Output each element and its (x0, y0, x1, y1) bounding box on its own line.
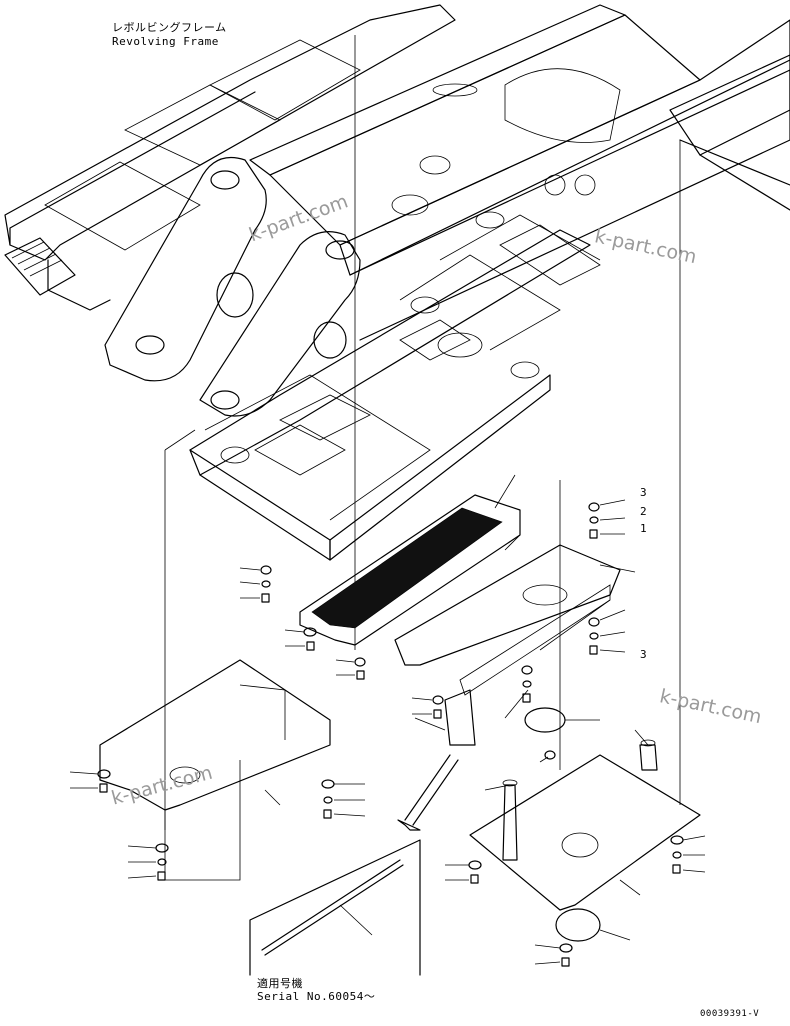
serial-detail-box (249, 839, 421, 976)
lower-left-cover (99, 659, 331, 881)
leader-lines (264, 474, 649, 941)
title-jp: レボルビングフレーム (112, 21, 227, 34)
lower-right-cover (469, 707, 701, 942)
fastener-groups (69, 499, 706, 967)
callout-3-upper: 3 (640, 486, 647, 499)
assembly-guide-lines (164, 35, 681, 830)
detail-arrow (397, 754, 459, 831)
right-cover-plate (394, 544, 621, 746)
revolving-frame (4, 4, 790, 561)
callout-1-upper: 1 (640, 522, 647, 535)
title-en: Revolving Frame (112, 35, 219, 48)
drawing-id: 00039391-V (700, 1009, 760, 1019)
perforated-cover (299, 494, 521, 646)
serial-label-jp: 適用号機 (257, 977, 303, 990)
serial-label-en: Serial No.60054～ (257, 990, 376, 1003)
callout-2-upper: 2 (640, 505, 647, 518)
callout-3-right: 3 (640, 648, 647, 661)
callout-numbers: 3 2 1 3 (640, 486, 647, 661)
